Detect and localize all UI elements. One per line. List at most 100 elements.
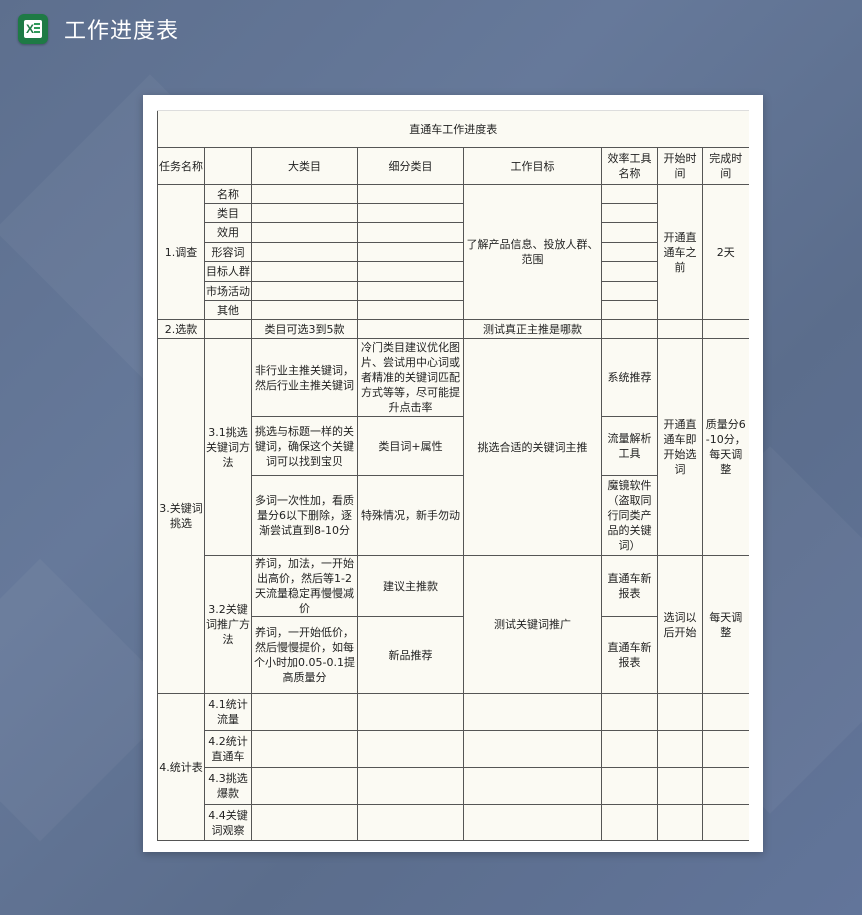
- start-cell[interactable]: 开通直通车即开始选词: [657, 338, 703, 556]
- cell[interactable]: [251, 184, 358, 204]
- cell[interactable]: [357, 300, 464, 320]
- cell[interactable]: [251, 730, 358, 768]
- cell[interactable]: [251, 242, 358, 262]
- item-cell[interactable]: 效用: [204, 222, 252, 243]
- cell[interactable]: [463, 767, 602, 805]
- detail-cell[interactable]: 建议主推款: [357, 555, 464, 617]
- header-goal[interactable]: 工作目标: [463, 147, 602, 185]
- cell[interactable]: [357, 319, 464, 339]
- detail-cell[interactable]: 冷门类目建议优化图片、尝试用中心词或者精准的关键词匹配方式等等，尽可能提升点击率: [357, 338, 464, 417]
- end-cell[interactable]: 质量分6-10分，每天调整: [702, 338, 749, 556]
- tool-cell[interactable]: 流量解析工具: [601, 416, 658, 476]
- cell[interactable]: [601, 242, 658, 262]
- header-end-time[interactable]: 完成时间: [702, 147, 749, 185]
- major-cell[interactable]: 多词一次性加，看质量分6以下删除，逐渐尝试直到8-10分: [251, 475, 358, 556]
- cell[interactable]: [251, 767, 358, 805]
- sub-label-cell[interactable]: 3.2关键词推广方法: [204, 555, 252, 694]
- item-cell[interactable]: 4.4关键词观察: [204, 804, 252, 841]
- cell[interactable]: [251, 804, 358, 841]
- major-cell[interactable]: 挑选与标题一样的关键词，确保这个关键词可以找到宝贝: [251, 416, 358, 476]
- task-cell[interactable]: 3.关键词挑选: [157, 338, 205, 694]
- cell[interactable]: [601, 184, 658, 204]
- sheet-title[interactable]: 直通车工作进度表: [157, 110, 749, 148]
- detail-cell[interactable]: 类目词+属性: [357, 416, 464, 476]
- cell[interactable]: [702, 730, 749, 768]
- header-tool-name[interactable]: 效率工具名称: [601, 147, 658, 185]
- goal-cell[interactable]: 了解产品信息、投放人群、范围: [463, 184, 602, 320]
- task-cell[interactable]: 2.选款: [157, 319, 205, 339]
- cell[interactable]: [357, 222, 464, 243]
- major-cell[interactable]: 养词，加法，一开始出高价，然后等1-2天流量稳定再慢慢减价: [251, 555, 358, 617]
- cell[interactable]: [357, 804, 464, 841]
- cell[interactable]: [657, 767, 703, 805]
- cell[interactable]: [251, 281, 358, 301]
- cell[interactable]: [463, 730, 602, 768]
- tool-cell[interactable]: 魔镜软件（盗取同行同类产品的关键词）: [601, 475, 658, 556]
- cell[interactable]: [601, 804, 658, 841]
- task-cell[interactable]: 4.统计表: [157, 693, 205, 841]
- cell[interactable]: [601, 281, 658, 301]
- detail-cell[interactable]: 特殊情况，新手勿动: [357, 475, 464, 556]
- cell[interactable]: [601, 767, 658, 805]
- cell[interactable]: [357, 693, 464, 731]
- cell[interactable]: [702, 804, 749, 841]
- tool-cell[interactable]: 直通车新报表: [601, 555, 658, 617]
- tool-cell[interactable]: 系统推荐: [601, 338, 658, 417]
- item-cell[interactable]: 名称: [204, 184, 252, 204]
- cell[interactable]: [251, 261, 358, 282]
- cell[interactable]: [657, 730, 703, 768]
- cell[interactable]: [251, 203, 358, 223]
- cell[interactable]: [657, 693, 703, 731]
- item-cell[interactable]: 类目: [204, 203, 252, 223]
- cell[interactable]: [251, 222, 358, 243]
- header-start-time[interactable]: 开始时间: [657, 147, 703, 185]
- cell[interactable]: [357, 767, 464, 805]
- item-cell[interactable]: 4.3挑选爆款: [204, 767, 252, 805]
- header-sub-category[interactable]: 细分类目: [357, 147, 464, 185]
- goal-cell[interactable]: 挑选合适的关键词主推: [463, 338, 602, 556]
- header-sub[interactable]: [204, 147, 252, 185]
- header-major-category[interactable]: 大类目: [251, 147, 358, 185]
- cell[interactable]: [357, 261, 464, 282]
- item-cell[interactable]: 市场活动: [204, 281, 252, 301]
- major-cell[interactable]: 非行业主推关键词，然后行业主推关键词: [251, 338, 358, 417]
- cell[interactable]: [601, 261, 658, 282]
- cell[interactable]: [251, 300, 358, 320]
- task-cell[interactable]: 1.调查: [157, 184, 205, 320]
- cell[interactable]: [657, 804, 703, 841]
- cell[interactable]: [601, 693, 658, 731]
- cell[interactable]: [702, 319, 749, 339]
- cell[interactable]: [601, 319, 658, 339]
- cell[interactable]: [357, 281, 464, 301]
- header-task-name[interactable]: 任务名称: [157, 147, 205, 185]
- start-cell[interactable]: 选词以后开始: [657, 555, 703, 694]
- cell[interactable]: [357, 242, 464, 262]
- goal-cell[interactable]: 测试关键词推广: [463, 555, 602, 694]
- cell[interactable]: [357, 184, 464, 204]
- end-cell[interactable]: 每天调整: [702, 555, 749, 694]
- start-cell[interactable]: 开通直通车之前: [657, 184, 703, 320]
- cell[interactable]: [601, 222, 658, 243]
- cell[interactable]: [463, 693, 602, 731]
- major-cell[interactable]: 养词，一开始低价，然后慢慢提价，如每个小时加0.05-0.1提高质量分: [251, 616, 358, 694]
- cell[interactable]: [251, 693, 358, 731]
- item-cell[interactable]: 形容词: [204, 242, 252, 262]
- cell[interactable]: [702, 767, 749, 805]
- cell[interactable]: [463, 804, 602, 841]
- cell[interactable]: [601, 300, 658, 320]
- cell[interactable]: [601, 203, 658, 223]
- goal-cell[interactable]: 测试真正主推是哪款: [463, 319, 602, 339]
- cell[interactable]: [702, 693, 749, 731]
- tool-cell[interactable]: 直通车新报表: [601, 616, 658, 694]
- item-cell[interactable]: 4.2统计直通车: [204, 730, 252, 768]
- major-cell[interactable]: 类目可选3到5款: [251, 319, 358, 339]
- detail-cell[interactable]: 新品推荐: [357, 616, 464, 694]
- cell[interactable]: [357, 203, 464, 223]
- end-cell[interactable]: 2天: [702, 184, 749, 320]
- item-cell[interactable]: 其他: [204, 300, 252, 320]
- item-cell[interactable]: 4.1统计流量: [204, 693, 252, 731]
- sub-label-cell[interactable]: 3.1挑选关键词方法: [204, 338, 252, 556]
- cell[interactable]: [357, 730, 464, 768]
- item-cell[interactable]: 目标人群: [204, 261, 252, 282]
- cell[interactable]: [601, 730, 658, 768]
